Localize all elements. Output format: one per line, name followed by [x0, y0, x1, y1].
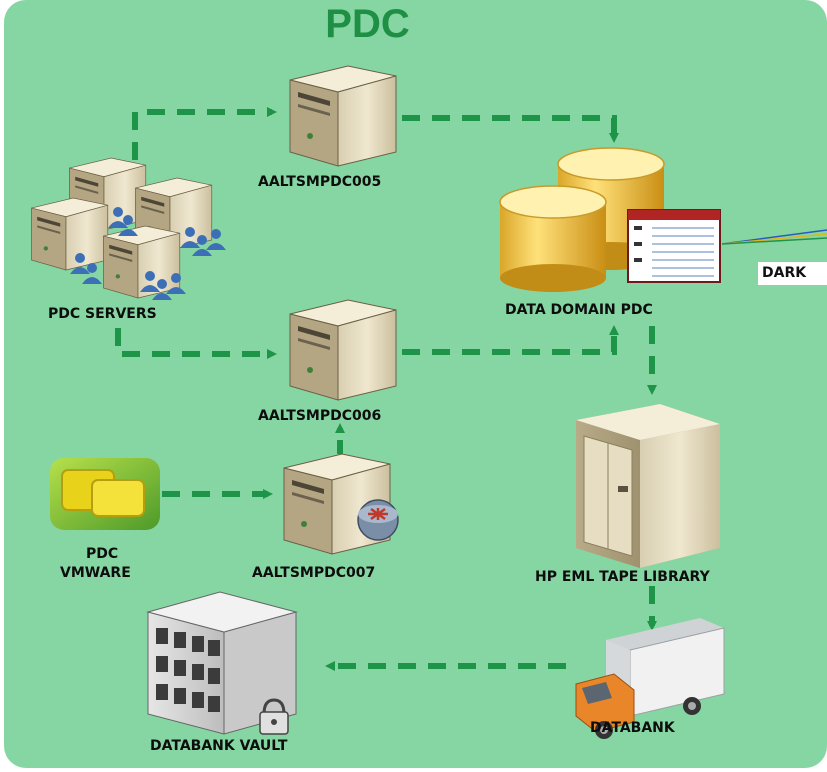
label-pdc-servers: PDC SERVERS: [48, 306, 157, 322]
pdc-servers-cluster-icon: [31, 157, 226, 300]
offscreen-link-lines: [721, 229, 827, 245]
databank-truck-icon: [575, 618, 725, 739]
label-tape-library: HP EML TAPE LIBRARY: [535, 569, 710, 585]
arrow-006-to-datadomain: [402, 325, 619, 355]
label-databank: DATABANK: [590, 720, 675, 736]
server-007-icon: [283, 453, 399, 555]
arrow-005-to-datadomain: [402, 115, 619, 143]
data-domain-storage-icon: [499, 147, 721, 292]
label-vmware-line1: PDC: [86, 546, 119, 562]
label-databank-vault: DATABANK VAULT: [150, 738, 288, 754]
server-006-icon: [289, 299, 397, 401]
tape-library-icon: [576, 404, 720, 568]
label-server-005: AALTSMPDC005: [258, 174, 382, 190]
label-server-007: AALTSMPDC007: [252, 565, 376, 581]
label-vmware-line2: VMWARE: [60, 565, 131, 581]
label-dark-partial: DARK: [758, 262, 827, 285]
label-data-domain: DATA DOMAIN PDC: [505, 302, 653, 318]
arrow-servers-to-006: [115, 328, 277, 359]
label-server-006: AALTSMPDC006: [258, 408, 382, 424]
arrow-servers-to-005: [132, 107, 277, 160]
server-005-icon: [289, 65, 397, 167]
databank-vault-building-icon: [146, 591, 298, 735]
vmware-logo-icon: [50, 458, 160, 530]
diagram-title: PDC: [325, 2, 410, 46]
padlock-icon: [259, 698, 289, 735]
